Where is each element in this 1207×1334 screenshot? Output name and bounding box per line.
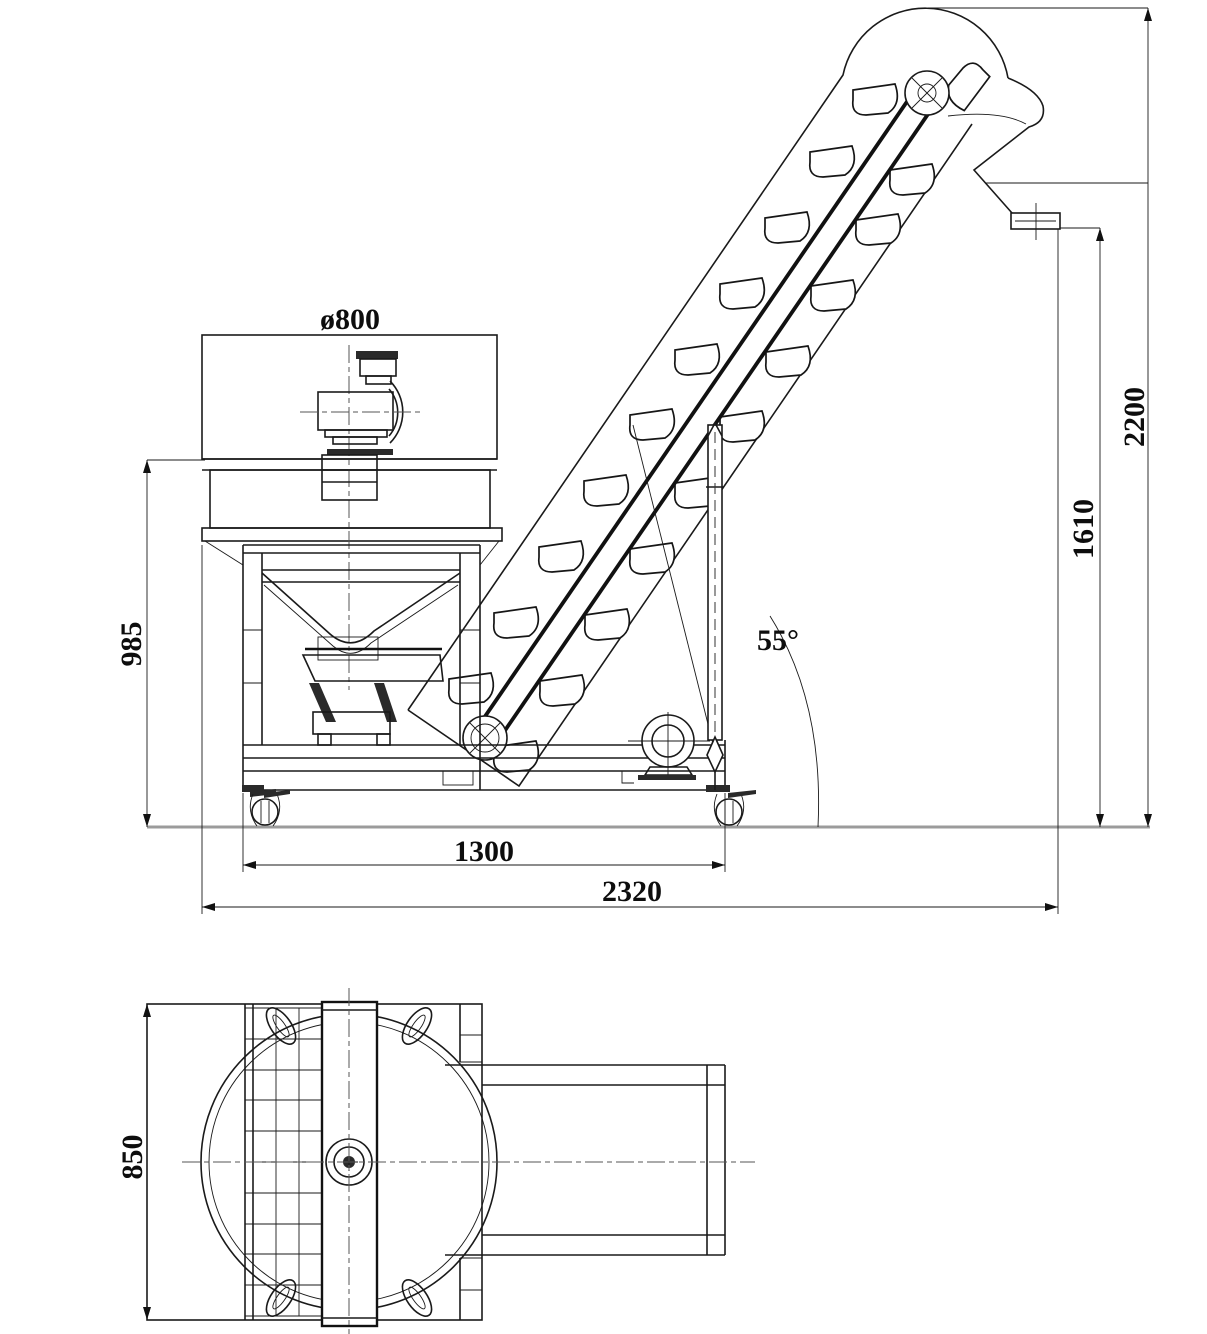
angle-arc <box>769 615 819 828</box>
vibratory-feeder <box>301 647 444 746</box>
caster-right <box>706 785 756 827</box>
dim-discharge-height: 1610 <box>1067 499 1100 559</box>
drive-motor <box>628 712 710 780</box>
dim-incline-angle: 55° <box>757 624 799 657</box>
dim-feeder-diameter: ø800 <box>320 303 380 336</box>
dim-base-width: 850 <box>116 1134 149 1180</box>
side-view <box>143 7 1152 914</box>
plan-conveyor-housing <box>445 1064 726 1256</box>
table-plate <box>201 527 503 542</box>
hopper <box>261 569 461 661</box>
discharge-chute <box>947 77 1061 240</box>
head-pulley <box>904 70 950 116</box>
plan-base-square <box>146 1003 483 1321</box>
outlet-spout <box>321 454 378 501</box>
tail-pulley <box>462 715 508 761</box>
dim-machine-height: 985 <box>115 621 148 667</box>
dim-overall-height: 2200 <box>1118 387 1151 447</box>
dim-base-length: 1300 <box>454 835 514 868</box>
dim-overall-length: 2320 <box>602 875 662 908</box>
feeder-skirt-box <box>209 469 491 529</box>
discharge-bucket <box>939 57 996 114</box>
caster-left <box>242 785 290 827</box>
vibrator-motor <box>300 351 420 455</box>
bucket-row-left <box>447 83 899 705</box>
plan-casters <box>265 1007 433 1317</box>
plan-dimension <box>143 1004 151 1320</box>
dimension-annotations <box>143 7 1152 914</box>
plan-brackets <box>459 1004 482 1320</box>
conveyor-assembly <box>407 7 1061 788</box>
top-view <box>143 988 755 1334</box>
feeder-unit <box>201 334 756 827</box>
support-column <box>632 421 724 790</box>
